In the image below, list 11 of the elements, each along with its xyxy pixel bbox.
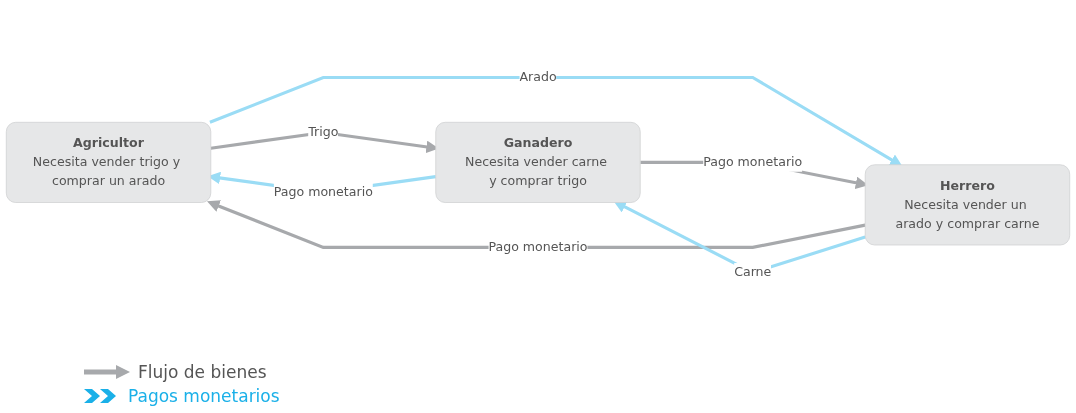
edge-label: Pago monetario bbox=[488, 239, 588, 255]
edge-label: Pago monetario bbox=[273, 184, 373, 200]
edge-label: Arado bbox=[519, 69, 557, 85]
node-box: Herrero Necesita vender un arado y comprar carne bbox=[864, 164, 1071, 246]
node-box: Agricultor Necesita vender trigo y comprar un arado bbox=[5, 121, 212, 203]
node-box: Ganadero Necesita vender carne y comprar trigo bbox=[435, 121, 641, 203]
edge-label: Carne bbox=[734, 264, 772, 280]
legend-label: Flujo de bienes bbox=[138, 362, 267, 382]
edge-label: Pago monetario bbox=[703, 154, 803, 170]
edge-label: Trigo bbox=[308, 124, 339, 140]
legend-label: Pagos monetarios bbox=[128, 386, 280, 406]
